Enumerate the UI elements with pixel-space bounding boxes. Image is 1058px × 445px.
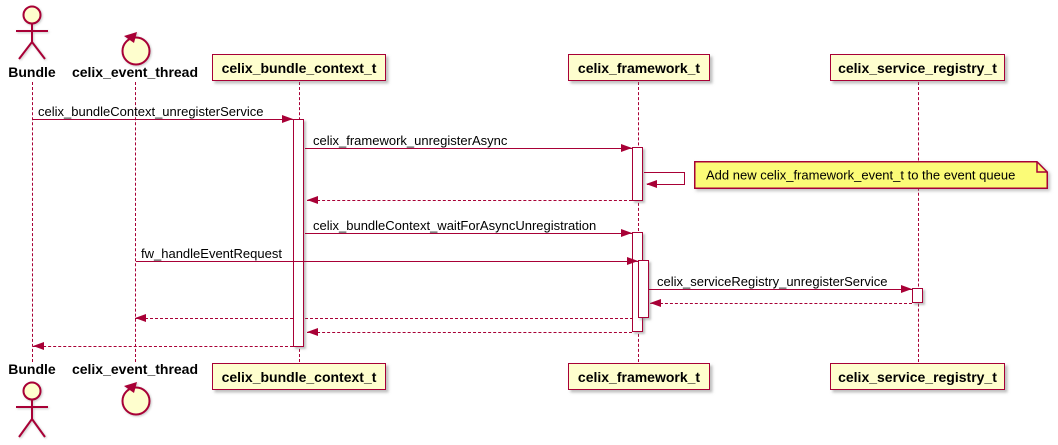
self-message-line xyxy=(684,172,685,185)
self-message-line xyxy=(647,184,685,185)
lifeline-framework xyxy=(638,82,639,362)
return-line xyxy=(135,318,638,319)
participant-box-framework-bottom: celix_framework_t xyxy=(568,363,710,390)
self-message-line xyxy=(644,172,685,173)
lifeline-event-thread xyxy=(135,82,136,362)
arrowhead-icon xyxy=(282,115,293,123)
participant-label: celix_service_registry_t xyxy=(838,368,997,385)
participant-box-framework-top: celix_framework_t xyxy=(568,54,710,81)
arrowhead-icon xyxy=(307,328,318,336)
note-shape xyxy=(694,161,1048,189)
return-line xyxy=(650,303,912,304)
arrowhead-icon xyxy=(650,299,661,307)
participant-label-event-thread-top: celix_event_thread xyxy=(71,64,199,80)
activation-framework-nested xyxy=(638,260,649,318)
message-line xyxy=(136,261,638,262)
participant-label: celix_framework_t xyxy=(577,368,701,385)
note-text: Add new celix_framework_event_t to the e… xyxy=(706,167,1016,183)
participant-label-event-thread-bottom: celix_event_thread xyxy=(71,361,199,377)
lifeline-service-registry xyxy=(918,82,919,362)
participant-box-bundle-context-bottom: celix_bundle_context_t xyxy=(212,363,386,390)
return-line xyxy=(307,200,632,201)
participant-label: celix_bundle_context_t xyxy=(221,59,377,76)
message-line xyxy=(305,233,632,234)
return-line xyxy=(307,332,632,333)
arrowhead-icon xyxy=(33,342,44,350)
arrowhead-icon xyxy=(621,144,632,152)
participant-box-service-registry-bottom: celix_service_registry_t xyxy=(830,363,1005,390)
participant-label: celix_framework_t xyxy=(577,59,701,76)
participant-box-bundle-context-top: celix_bundle_context_t xyxy=(212,54,386,81)
participant-label: celix_service_registry_t xyxy=(838,59,997,76)
activation-bundle-context xyxy=(293,119,304,347)
actor-icon xyxy=(16,381,48,438)
participant-label-bundle-top: Bundle xyxy=(8,64,56,80)
arrowhead-icon xyxy=(621,229,632,237)
arrowhead-icon xyxy=(135,314,146,322)
message-label: celix_bundleContext_waitForAsyncUnregist… xyxy=(313,218,597,233)
actor-icon xyxy=(16,5,48,60)
message-line xyxy=(33,119,293,120)
arrowhead-icon xyxy=(307,196,318,204)
participant-box-service-registry-top: celix_service_registry_t xyxy=(830,54,1005,81)
participant-label: celix_bundle_context_t xyxy=(221,368,377,385)
arrowhead-icon xyxy=(646,180,657,188)
arrowhead-icon xyxy=(901,285,912,293)
participant-label-bundle-bottom: Bundle xyxy=(8,361,56,377)
message-line xyxy=(305,148,632,149)
return-line xyxy=(33,346,293,347)
lifeline-bundle xyxy=(32,82,33,362)
message-label: fw_handleEventRequest xyxy=(141,246,282,261)
message-label: celix_framework_unregisterAsync xyxy=(313,133,508,148)
control-icon xyxy=(121,32,151,66)
activation-service-registry xyxy=(912,288,923,303)
activation-framework-1 xyxy=(632,147,643,201)
control-icon xyxy=(121,382,151,416)
message-label: celix_serviceRegistry_unregisterService xyxy=(657,274,888,289)
message-line xyxy=(649,289,912,290)
note: Add new celix_framework_event_t to the e… xyxy=(694,161,1048,189)
arrowhead-icon xyxy=(627,257,638,265)
message-label: celix_bundleContext_unregisterService xyxy=(38,104,264,119)
